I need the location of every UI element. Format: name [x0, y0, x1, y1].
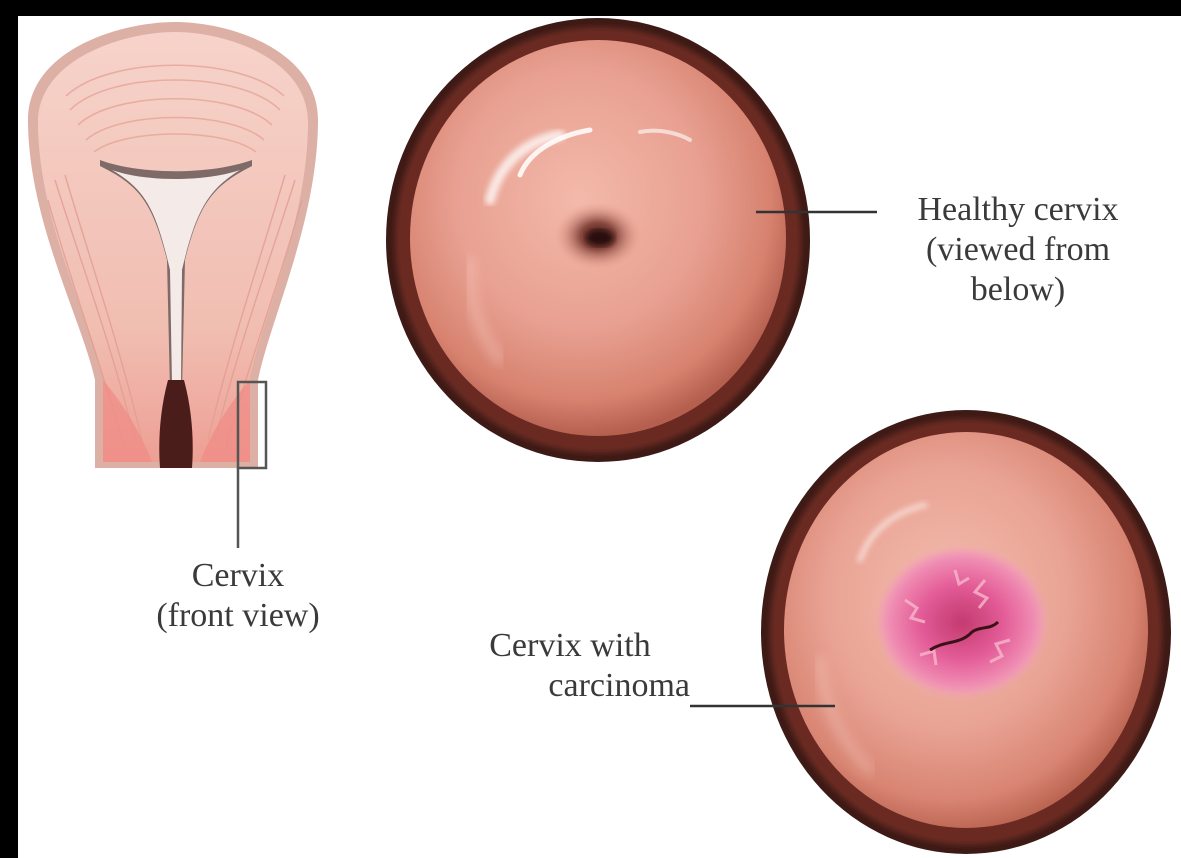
label-cervix-front-line2: (front view) [98, 596, 378, 636]
label-healthy-line2: (viewed from [868, 230, 1168, 270]
uterus-front-view [28, 22, 318, 548]
label-healthy-line1: Healthy cervix [868, 190, 1168, 230]
carcinoma-cervix [690, 410, 1171, 854]
label-cervix-front-view: Cervix (front view) [98, 556, 378, 636]
label-carcinoma-line1: Cervix with [450, 626, 690, 666]
label-healthy-cervix: Healthy cervix (viewed from below) [868, 190, 1168, 310]
tumor-lesion [878, 548, 1046, 696]
healthy-cervix [386, 18, 877, 462]
label-carcinoma-line2: carcinoma [450, 666, 690, 706]
label-cervix-with-carcinoma: Cervix with carcinoma [450, 626, 690, 706]
label-healthy-line3: below) [868, 270, 1168, 310]
label-cervix-front-line1: Cervix [98, 556, 378, 596]
